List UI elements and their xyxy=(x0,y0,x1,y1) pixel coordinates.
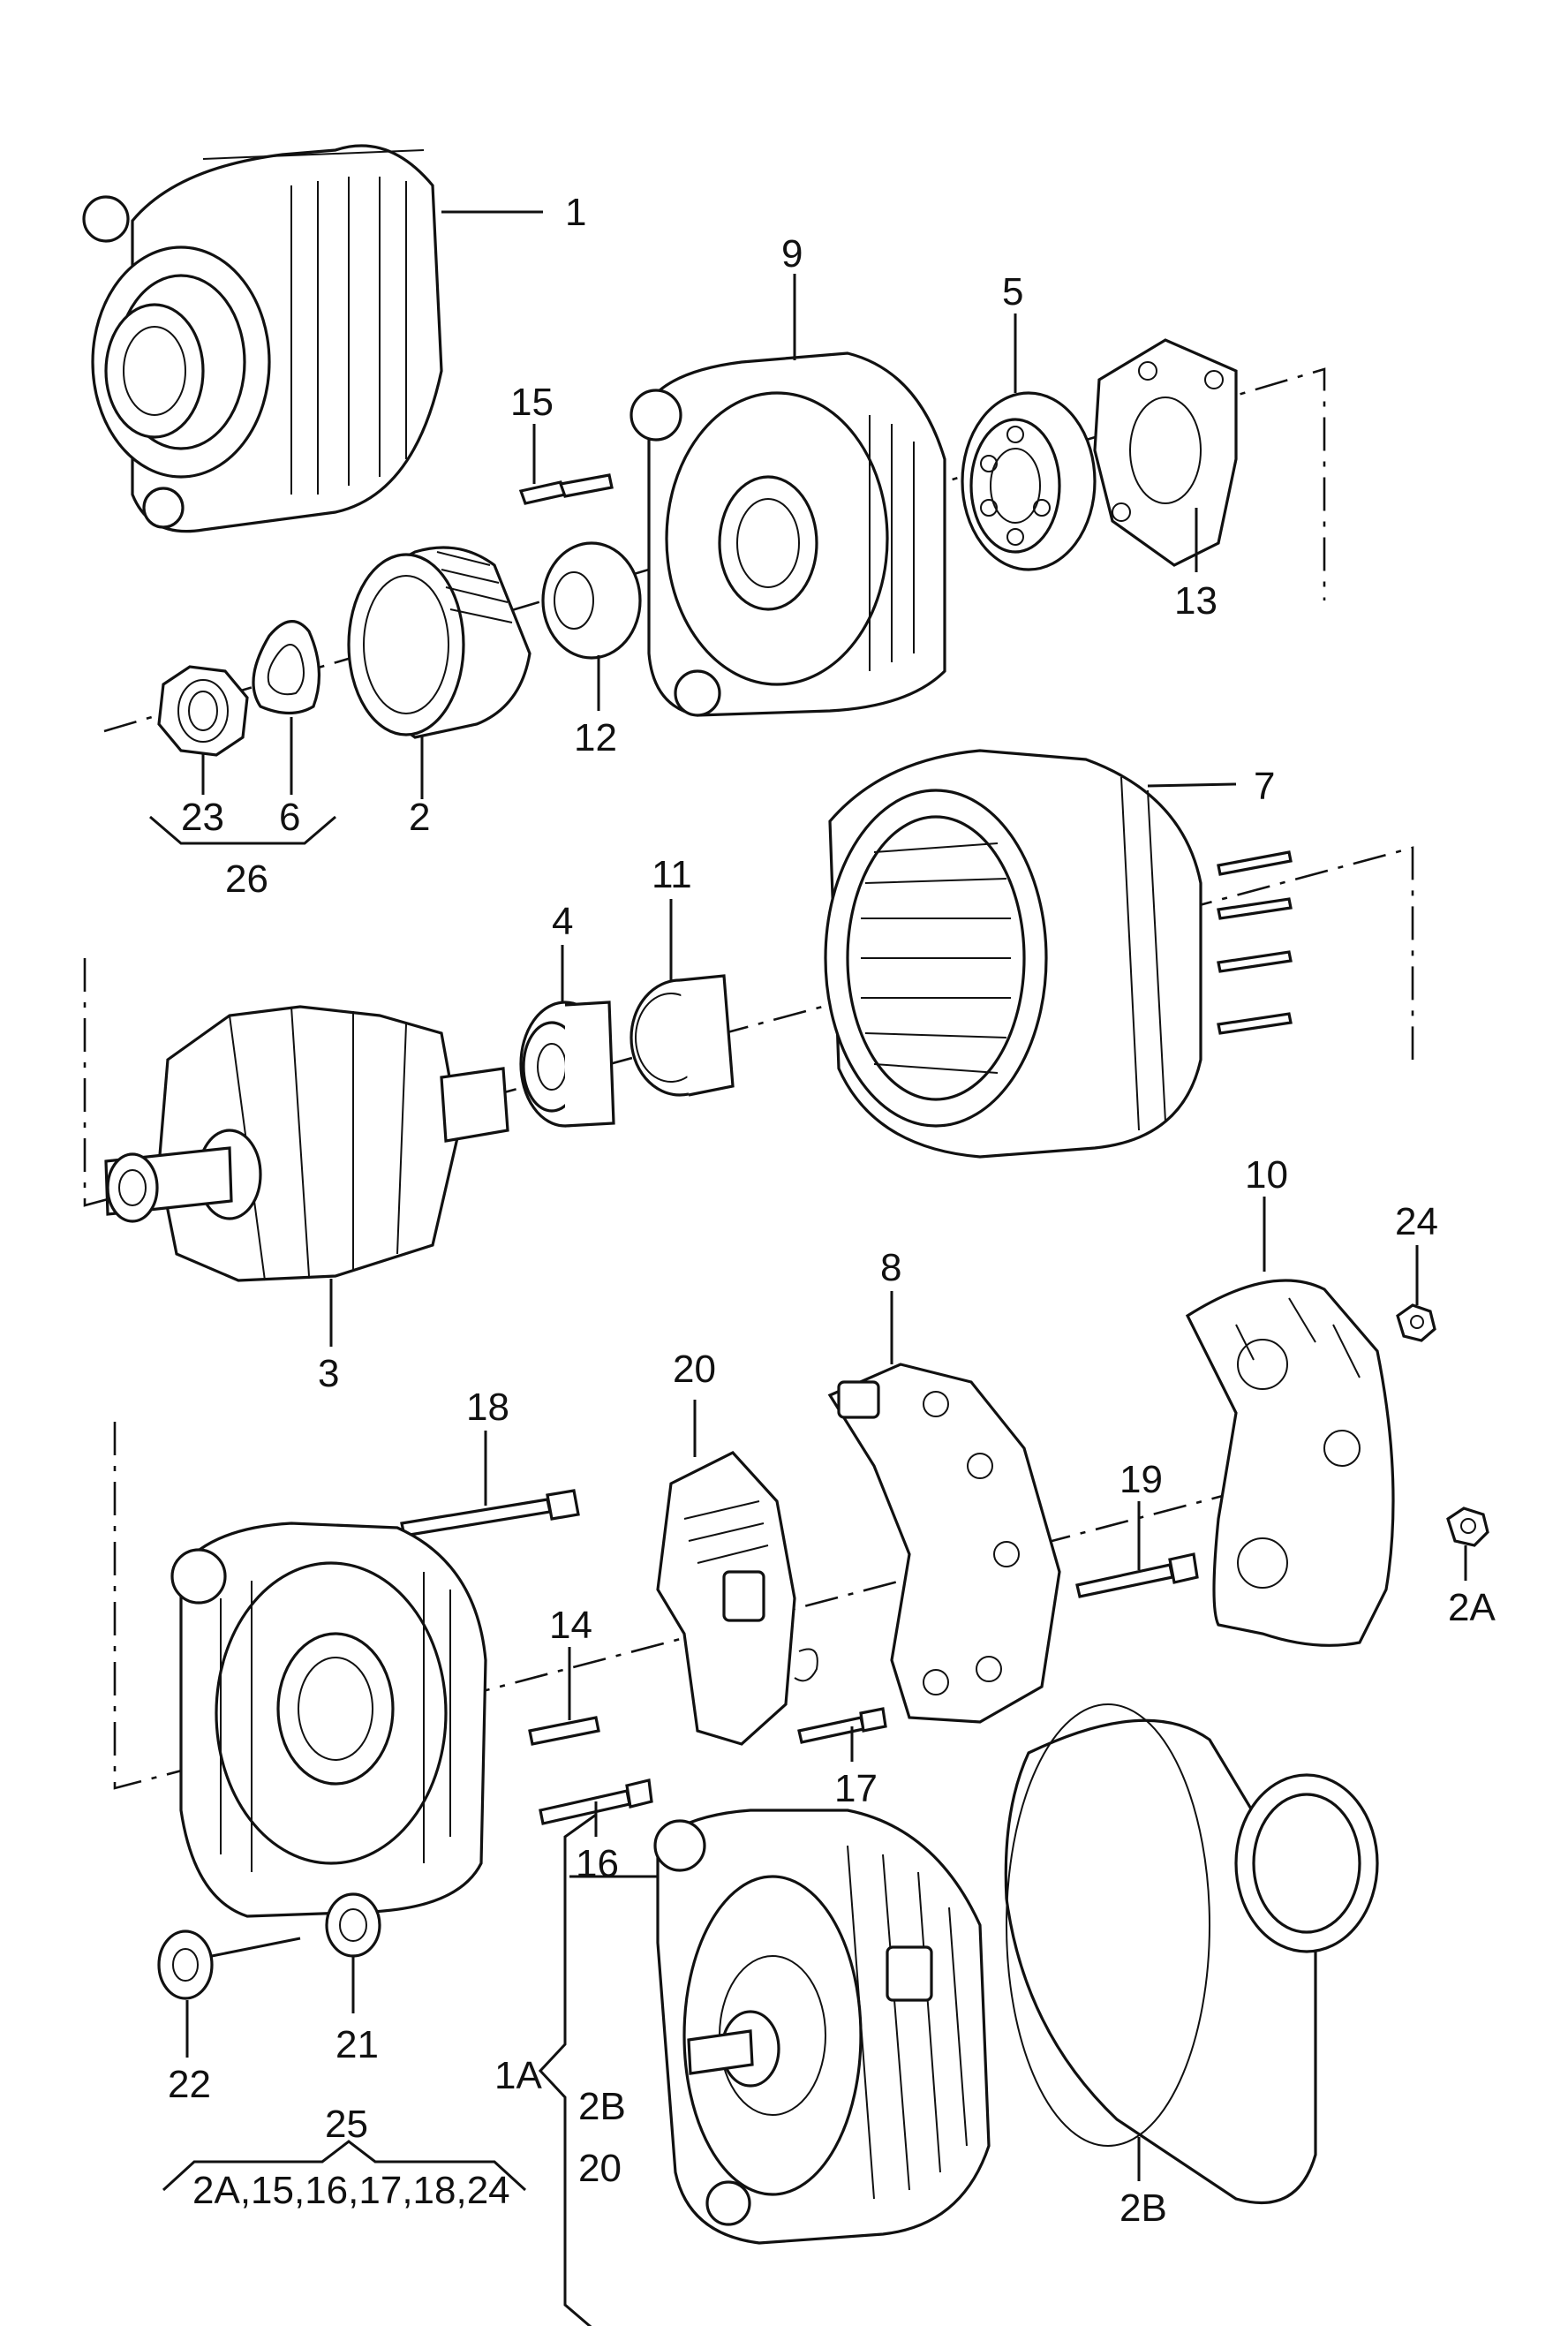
drive-end-housing-part-9 xyxy=(629,351,946,717)
callout-1a-member-2b: 2B xyxy=(578,2085,626,2128)
callout-25-members: 2A,15,16,17,18,24 xyxy=(192,2169,510,2212)
bolt-part-17 xyxy=(797,1707,887,1744)
screw-part-15 xyxy=(518,473,614,505)
callout-5: 5 xyxy=(1002,270,1023,313)
bolt-part-16 xyxy=(539,1778,653,1825)
callout-24: 24 xyxy=(1395,1200,1438,1243)
nut-part-23 xyxy=(157,665,249,757)
callout-8: 8 xyxy=(880,1246,901,1289)
washer-part-6 xyxy=(252,620,320,715)
slip-ring-end-housing xyxy=(170,1522,487,1918)
callout-4: 4 xyxy=(552,900,573,943)
callout-13: 13 xyxy=(1174,579,1217,623)
alternator-assembly-part-1 xyxy=(82,144,443,533)
pulley-part-2 xyxy=(347,546,531,739)
callout-2: 2 xyxy=(409,796,430,839)
callout-1a-member-20: 20 xyxy=(578,2147,622,2190)
callout-17: 17 xyxy=(834,1767,878,1810)
bearing-part-4 xyxy=(519,1001,615,1128)
bushing-part-21 xyxy=(325,1892,381,1958)
cover-part-10 xyxy=(1185,1279,1395,1647)
retaining-plate-part-13 xyxy=(1093,338,1238,567)
callout-10: 10 xyxy=(1245,1153,1288,1197)
callout-26: 26 xyxy=(225,857,268,901)
callout-7: 7 xyxy=(1254,765,1275,808)
regulator-part-20 xyxy=(656,1451,818,1746)
callout-20: 20 xyxy=(673,1348,716,1391)
bolt-part-19 xyxy=(1075,1552,1199,1598)
callout-21: 21 xyxy=(335,2023,379,2066)
ring-part-11 xyxy=(629,974,735,1097)
callout-18: 18 xyxy=(466,1386,509,1429)
callout-16: 16 xyxy=(576,1842,619,1885)
bracket-1a xyxy=(538,1813,597,2326)
callout-19: 19 xyxy=(1119,1458,1163,1501)
callout-25: 25 xyxy=(325,2103,368,2146)
bracket-25 xyxy=(162,2140,527,2192)
callout-2a: 2A xyxy=(1448,1586,1496,1629)
bearing-part-5 xyxy=(961,391,1097,571)
callout-15: 15 xyxy=(510,381,554,424)
cap-part-2b xyxy=(1004,1703,1379,2204)
nut-part-2a xyxy=(1446,1507,1489,1547)
callout-23: 23 xyxy=(181,796,224,839)
callout-22: 22 xyxy=(168,2063,211,2106)
bolt-part-18 xyxy=(400,1489,580,1537)
callout-9: 9 xyxy=(781,232,803,276)
stud-part-14 xyxy=(528,1716,600,1746)
bracket-26 xyxy=(149,815,336,845)
spacer-ring-part-12 xyxy=(541,541,642,660)
sleeve-part-22 xyxy=(157,1930,301,2000)
callout-6: 6 xyxy=(279,796,300,839)
callout-1a: 1A xyxy=(494,2054,542,2097)
rotor-part-3 xyxy=(104,1005,509,1282)
rectifier-part-8 xyxy=(827,1363,1061,1724)
callout-2b: 2B xyxy=(1119,2186,1167,2230)
callout-3: 3 xyxy=(318,1352,339,1395)
callout-14: 14 xyxy=(549,1604,592,1647)
alternator-assembly-part-1a xyxy=(653,1809,991,2245)
callout-1: 1 xyxy=(565,191,586,234)
leader-7 xyxy=(1147,782,1237,788)
callout-12: 12 xyxy=(574,716,617,759)
callout-11: 11 xyxy=(652,853,692,896)
stator-part-7 xyxy=(824,749,1293,1159)
nut-part-24 xyxy=(1396,1303,1436,1342)
